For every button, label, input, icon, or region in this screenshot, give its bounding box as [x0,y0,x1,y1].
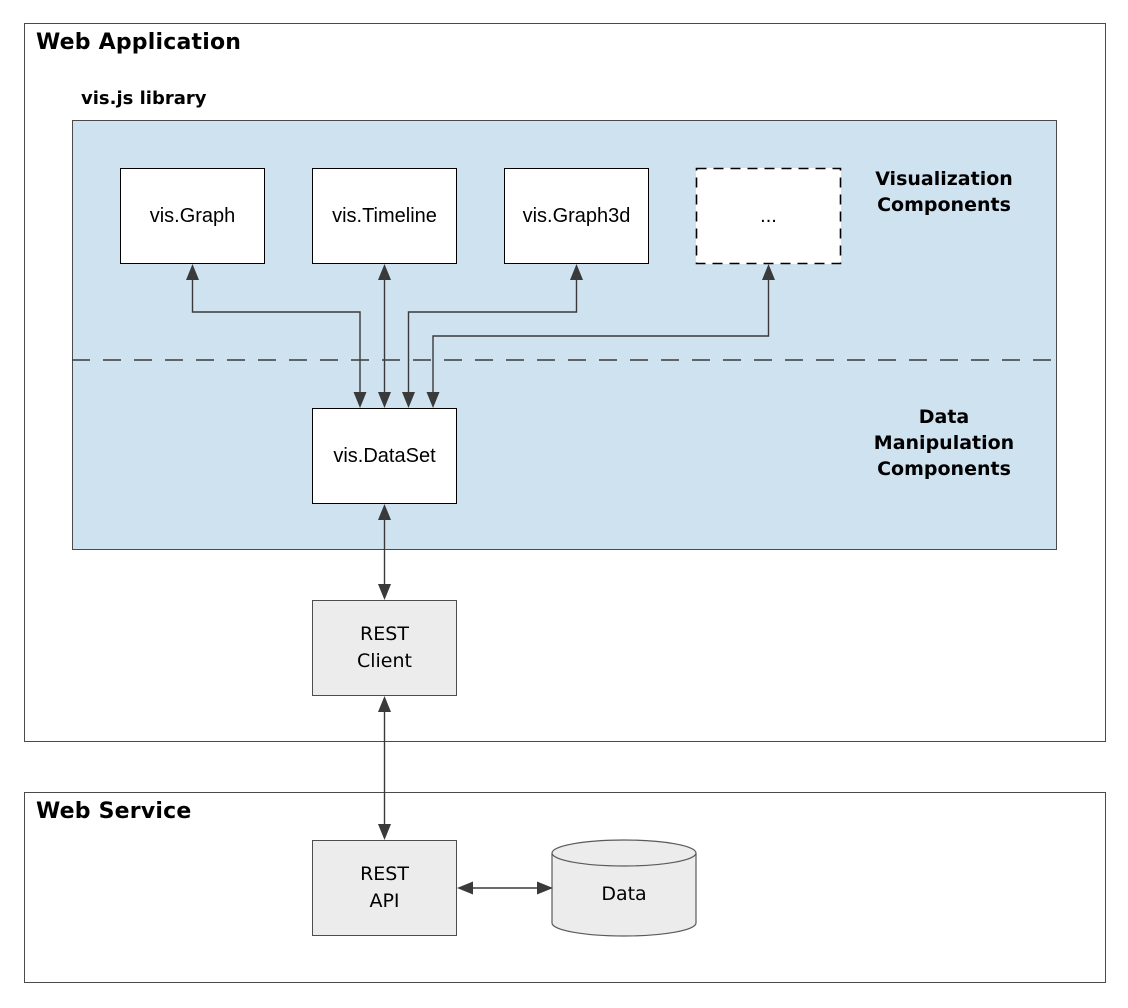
node-ellipsis: ... [696,168,841,264]
node-vis-graph-label: vis.Graph [149,205,236,227]
web-application-title: Web Application [36,30,242,55]
node-rest-client: REST Client [312,600,457,696]
data-manipulation-components-label: Data Manipulation Components [873,406,1015,480]
visjs-library-title: vis.js library [81,88,207,109]
node-vis-graph3d: vis.Graph3d [504,168,649,264]
database-label: Data [601,883,647,905]
node-vis-timeline: vis.Timeline [312,168,457,264]
visualization-components-label: Visualization Components [875,168,1013,216]
node-vis-timeline-label: vis.Timeline [332,205,437,227]
database-cylinder-icon [551,839,697,937]
web-service-title: Web Service [36,799,192,824]
node-vis-graph: vis.Graph [120,168,265,264]
node-ellipsis-label: ... [760,205,777,227]
node-rest-api: REST API [312,840,457,936]
node-vis-dataset: vis.DataSet [312,408,457,504]
database-cylinder-body [551,853,697,937]
node-rest-api-label: REST API [360,863,409,912]
node-rest-client-label: REST Client [356,623,412,672]
node-vis-dataset-label: vis.DataSet [333,445,436,467]
node-vis-graph3d-label: vis.Graph3d [522,205,631,227]
database-cylinder-top [551,839,697,867]
